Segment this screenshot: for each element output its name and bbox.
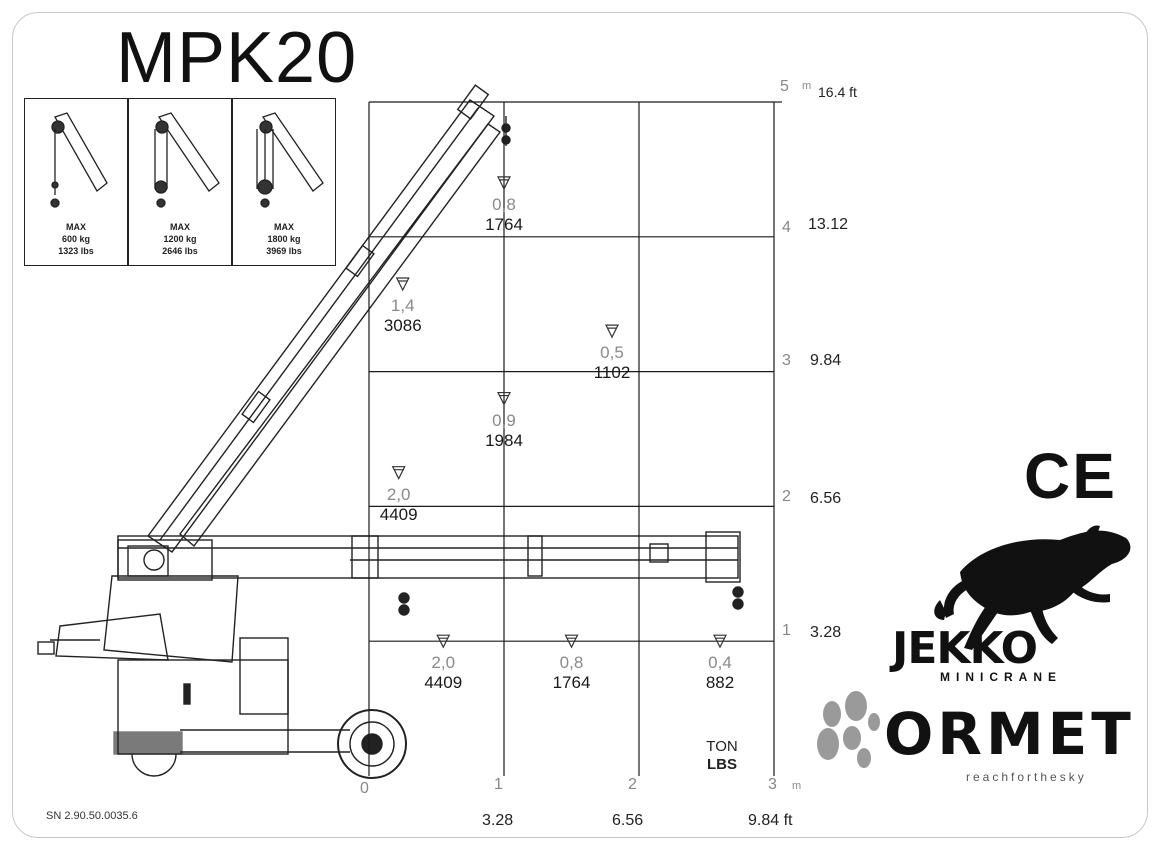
- load-ton-0: 0,8: [492, 194, 516, 214]
- load-markers: [391, 176, 727, 649]
- unit-lbs: LBS: [707, 756, 737, 773]
- ce-mark: CE: [1024, 440, 1117, 512]
- hook-config-2-icon: [154, 112, 220, 208]
- x-tick-ft-2: 6.56: [612, 812, 644, 829]
- load-ton-5: 2,0: [431, 653, 456, 673]
- config-2-kg: 1200 kg: [163, 234, 197, 244]
- serial-number: SN 2.90.50.0035.6: [46, 810, 138, 822]
- config-box-2: MAX 1200 kg 2646 lbs: [128, 98, 232, 266]
- load-lbs-1: 3086: [383, 315, 422, 335]
- load-ton-1: 1,4: [390, 295, 415, 315]
- x-unit-m: m: [792, 780, 802, 792]
- x-tick-m-3: 3: [768, 776, 777, 793]
- config-3-kg: 1800 kg: [267, 234, 301, 244]
- sheet-border: [12, 12, 1148, 838]
- config-box-3: MAX 1800 kg 3969 lbs: [232, 98, 336, 266]
- config-box-1: MAX 600 kg 1323 lbs: [24, 98, 128, 266]
- load-marker-7: [713, 634, 727, 649]
- config-1-max: MAX: [66, 222, 86, 232]
- load-lbs-0: 1764: [485, 214, 523, 234]
- y-tick-m-1: 1: [782, 622, 791, 639]
- config-1-kg: 600 kg: [61, 234, 91, 244]
- config-2-lbs: 2646 lbs: [162, 246, 198, 256]
- y-tick-m-5: 5: [780, 78, 789, 95]
- y-tick-ft-2: 6.56: [810, 490, 842, 507]
- y-tick-m-2: 2: [782, 488, 791, 505]
- load-ton-2: 0,5: [600, 343, 624, 363]
- y-tick-m-4: 4: [782, 219, 791, 236]
- config-2-max: MAX: [170, 222, 190, 232]
- load-ton-4: 2,0: [386, 484, 411, 504]
- config-3-lbs: 3969 lbs: [266, 246, 302, 256]
- x-tick-ft-1: 3.28: [482, 812, 514, 829]
- minicrane-text: MINICRANE: [940, 670, 1062, 684]
- load-marker-5: [436, 634, 451, 649]
- load-lbs-2: 1102: [593, 363, 631, 383]
- load-marker-3: [497, 391, 511, 406]
- ormet-tagline: reachforthesky: [966, 770, 1087, 784]
- load-lbs-3: 1984: [485, 430, 523, 450]
- model-title: MPK20: [116, 18, 358, 98]
- load-marker-0: [497, 176, 511, 191]
- load-ton-6: 0,8: [559, 653, 584, 673]
- load-lbs-4: 4409: [379, 504, 418, 524]
- y-tick-ft-5: 16.4 ft: [818, 84, 857, 100]
- unit-ton: TON: [706, 738, 738, 755]
- crane-lines: [37, 84, 744, 779]
- load-marker-4: [391, 466, 406, 481]
- y-tick-ft-3: 9.84: [810, 352, 842, 369]
- x-tick-m-0: 0: [360, 780, 369, 797]
- x-tick-m-2: 2: [628, 776, 637, 793]
- ormet-logo: ORMET: [884, 700, 1135, 768]
- y-tick-m-3: 3: [782, 352, 791, 369]
- hook-config-1-icon: [50, 112, 108, 208]
- load-lbs-5: 4409: [424, 673, 463, 693]
- x-tick-ft-3: 9.84 ft: [748, 812, 793, 829]
- load-ton-3: 0,9: [492, 410, 516, 430]
- y-tick-ft-1: 3.28: [810, 624, 842, 641]
- load-marker-2: [605, 324, 619, 339]
- config-3-max: MAX: [274, 222, 294, 232]
- y-tick-ft-4: 13.12: [808, 216, 849, 233]
- hook-config-3-icon: [256, 112, 324, 208]
- load-ton-7: 0,4: [708, 653, 732, 673]
- load-marker-1: [395, 277, 410, 292]
- config-1-lbs: 1323 lbs: [58, 246, 94, 256]
- load-lbs-6: 1764: [552, 673, 591, 693]
- load-marker-6: [564, 634, 579, 649]
- chart-grid: [368, 101, 782, 776]
- jekko-logo: JEKKO: [892, 623, 1038, 674]
- load-lbs-7: 882: [705, 673, 735, 693]
- x-tick-m-1: 1: [494, 776, 503, 793]
- y-unit-m: m: [802, 80, 812, 92]
